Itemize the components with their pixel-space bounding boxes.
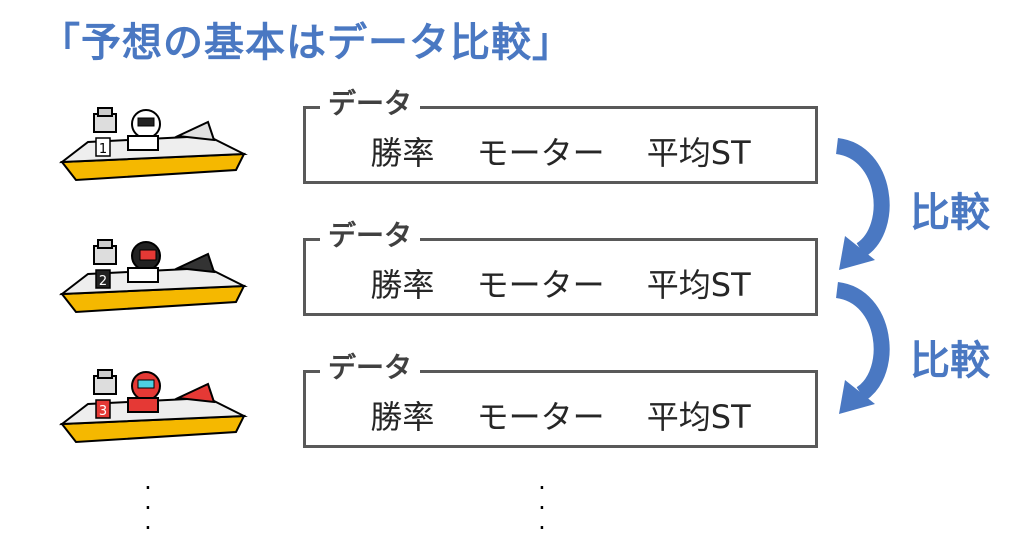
ellipsis-dots-left: ··· <box>144 474 152 542</box>
data-box-legend: データ <box>320 351 421 385</box>
item-motor: モーター <box>476 134 605 172</box>
data-box-items: 勝率 モーター 平均ST <box>306 133 815 173</box>
compare-label-2: 比較 <box>910 338 990 384</box>
data-box-1: データ 勝率 モーター 平均ST <box>303 87 818 184</box>
page-title: 「予想の基本はデータ比較」 <box>40 20 573 66</box>
item-average-st: 平均ST <box>646 134 751 172</box>
data-box-items: 勝率 モーター 平均ST <box>306 397 815 437</box>
item-average-st: 平均ST <box>646 266 751 304</box>
data-box-legend: データ <box>320 219 421 253</box>
curved-arrow-icon <box>825 282 905 422</box>
boat-3-illustration: 3 <box>58 362 250 452</box>
item-average-st: 平均ST <box>646 398 751 436</box>
item-win-rate: 勝率 <box>370 134 435 172</box>
data-box-3: データ 勝率 モーター 平均ST <box>303 351 818 448</box>
item-win-rate: 勝率 <box>370 266 435 304</box>
compare-label-1: 比較 <box>910 190 990 236</box>
ellipsis-dots-center: ··· <box>538 474 546 542</box>
data-box-2: データ 勝率 モーター 平均ST <box>303 219 818 316</box>
boat-2-illustration: 2 <box>58 232 250 322</box>
item-motor: モーター <box>476 266 605 304</box>
item-win-rate: 勝率 <box>370 398 435 436</box>
boat-1-illustration: 1 <box>58 100 250 190</box>
item-motor: モーター <box>476 398 605 436</box>
boat-number: 2 <box>99 274 107 289</box>
data-box-legend: データ <box>320 87 421 121</box>
curved-arrow-icon <box>825 138 905 278</box>
data-box-items: 勝率 モーター 平均ST <box>306 265 815 305</box>
boat-number: 1 <box>99 142 107 157</box>
boat-number: 3 <box>99 404 107 419</box>
